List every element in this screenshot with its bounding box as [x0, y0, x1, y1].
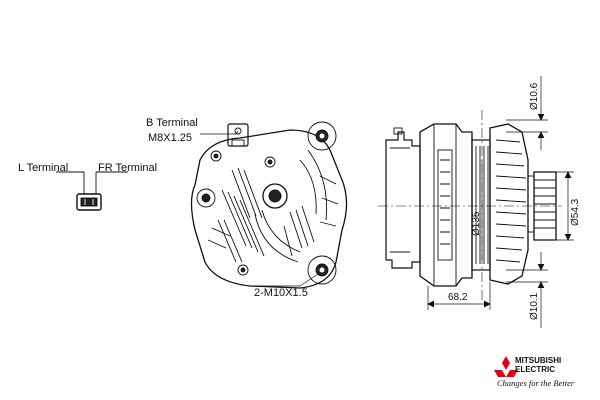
fr-terminal-label: FR Terminal	[98, 162, 157, 174]
b-terminal-thread-label: M8X1.25	[148, 132, 192, 144]
alternator-side-view	[378, 110, 562, 300]
brand-tagline: Changes for the Better	[497, 378, 575, 388]
dim-dia-54-3: Ø54.3	[570, 198, 581, 226]
dim-dia-10-1: Ø10.1	[529, 292, 540, 320]
connector-drawing	[56, 171, 128, 211]
dim-len-68-2: 68.2	[448, 292, 468, 303]
brand-name-line2: ELECTRIC	[515, 365, 555, 374]
alternator-front-view	[190, 121, 348, 289]
brand-name-line1: MITSUBISHI	[515, 356, 561, 365]
dimension-lines	[427, 76, 574, 328]
mitsubishi-logo-icon	[494, 356, 518, 377]
b-terminal-label: B Terminal	[146, 117, 198, 129]
dim-dia-135: Ø135	[471, 211, 482, 236]
mount-thread-label: 2-M10X1.5	[254, 287, 308, 299]
dim-dia-10-6: Ø10.6	[529, 82, 540, 110]
l-terminal-label: L Terminal	[18, 162, 68, 174]
